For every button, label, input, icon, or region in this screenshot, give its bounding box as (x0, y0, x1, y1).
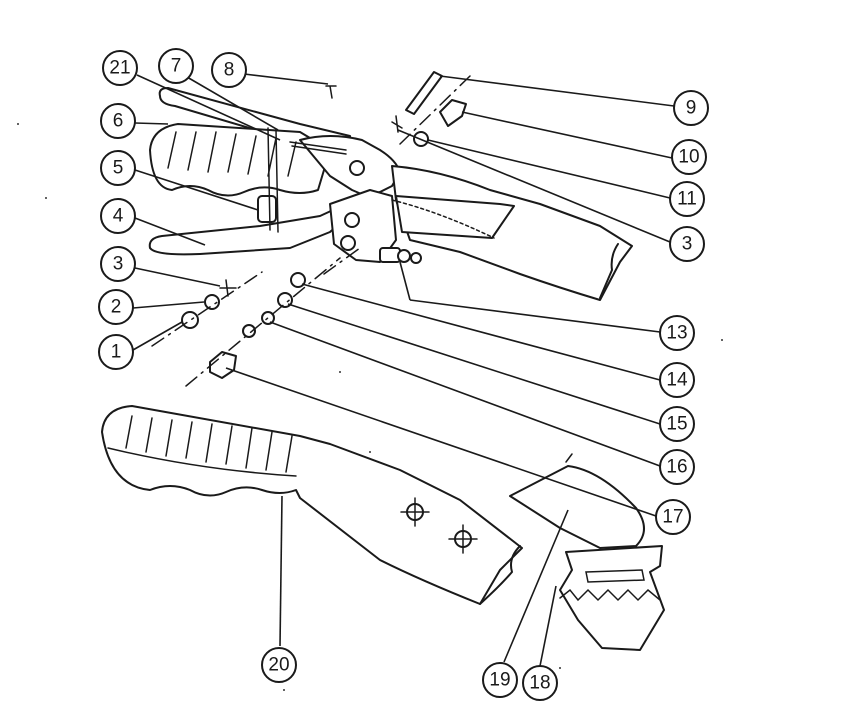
plate-hole-lower (340, 235, 356, 251)
barrel-break (599, 243, 619, 299)
callout-18: 18 (522, 665, 558, 701)
callout-20: 20 (261, 647, 297, 683)
plate-hole-upper (344, 212, 360, 228)
callout-3-left: 3 (100, 246, 136, 282)
svg-text:9: 9 (686, 98, 697, 119)
part-16-washer (242, 324, 256, 338)
upper-tool-assembly (148, 71, 633, 301)
part-1-nut (181, 311, 199, 329)
svg-text:7: 7 (171, 56, 182, 77)
part-3-upper-pin (391, 115, 403, 133)
scan-specks (17, 123, 723, 691)
svg-text:14: 14 (666, 370, 688, 391)
callout-21: 21 (102, 50, 138, 86)
handle-break (479, 545, 521, 605)
lower-grip-ribs (125, 415, 293, 473)
callout-labels: 21 7 8 6 5 4 3 2 1 9 10 11 3 13 14 (98, 48, 709, 701)
svg-text:6: 6 (113, 111, 124, 132)
callout-2: 2 (98, 289, 134, 325)
spring-detail (289, 141, 347, 155)
callout-13: 13 (659, 315, 695, 351)
callout-11: 11 (669, 181, 705, 217)
svg-text:3: 3 (113, 254, 124, 275)
svg-text:8: 8 (224, 60, 235, 81)
callout-8: 8 (211, 52, 247, 88)
part-13-bolt (379, 247, 401, 263)
svg-text:13: 13 (666, 323, 687, 344)
part-19-jaw-housing (509, 465, 645, 549)
upper-grip-ribs (167, 131, 297, 177)
svg-text:18: 18 (529, 673, 550, 694)
svg-text:1: 1 (111, 342, 122, 363)
callout-17: 17 (655, 499, 691, 535)
callout-4: 4 (100, 198, 136, 234)
callout-16: 16 (659, 449, 695, 485)
callout-19: 19 (482, 662, 518, 698)
lower-handle (101, 405, 523, 605)
svg-text:21: 21 (109, 58, 130, 79)
alignment-lines (151, 75, 471, 387)
svg-text:19: 19 (489, 670, 510, 691)
svg-text:2: 2 (111, 297, 122, 318)
svg-text:20: 20 (268, 655, 289, 676)
rivet-holes (400, 497, 478, 554)
svg-text:16: 16 (666, 457, 687, 478)
barrel-inner-tube (395, 195, 515, 239)
callout-7: 7 (158, 48, 194, 84)
callout-5: 5 (100, 150, 136, 186)
callout-6: 6 (100, 103, 136, 139)
head-pivot (349, 160, 365, 176)
svg-text:10: 10 (678, 147, 699, 168)
svg-text:3: 3 (682, 234, 693, 255)
svg-text:17: 17 (662, 507, 683, 528)
grip-edge (107, 447, 297, 477)
loose-hardware (181, 272, 306, 379)
callout-14: 14 (659, 362, 695, 398)
part-3-washer (219, 279, 237, 297)
callout-9: 9 (673, 90, 709, 126)
leader-lines (132, 73, 675, 667)
lower-lever (148, 195, 361, 256)
svg-text:4: 4 (113, 206, 124, 227)
part-2-nut (204, 294, 220, 310)
callout-3-right: 3 (669, 226, 705, 262)
svg-text:11: 11 (677, 189, 697, 210)
upper-grip (149, 123, 331, 197)
part-13-nut-left (290, 272, 306, 288)
callout-1: 1 (98, 334, 134, 370)
jaw-assembly (509, 453, 665, 651)
svg-text:15: 15 (666, 414, 687, 435)
callout-10: 10 (671, 139, 707, 175)
spring-sleeve (257, 195, 277, 223)
jaw-teeth (559, 588, 661, 602)
lower-handle-assembly (101, 405, 523, 605)
barrel-chain (391, 199, 495, 239)
part-8-screw (325, 85, 337, 99)
svg-text:5: 5 (113, 158, 124, 179)
callout-15: 15 (659, 406, 695, 442)
part-10-screw (439, 99, 467, 127)
part-9-pin (405, 71, 443, 115)
